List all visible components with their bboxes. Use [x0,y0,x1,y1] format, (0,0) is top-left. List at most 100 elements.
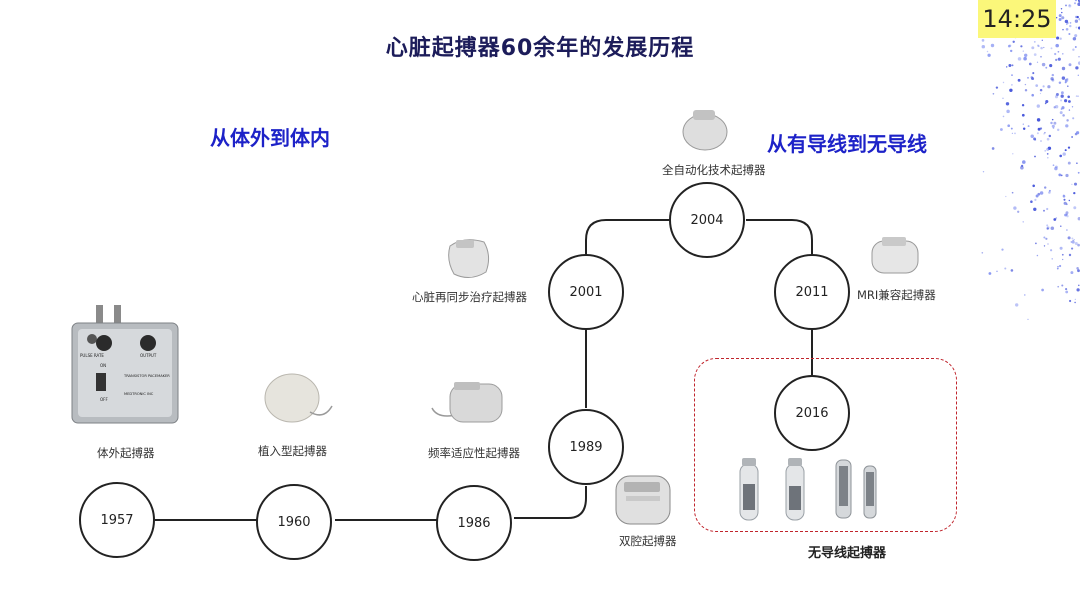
decorative-dot [1070,271,1074,275]
decorative-dot [1065,211,1069,215]
decorative-dot [1013,206,1017,210]
decorative-dot [1021,104,1025,107]
mri-compatible-pacemaker-image [871,237,919,274]
decorative-dot [1068,63,1072,67]
decorative-dot [1072,117,1075,120]
decorative-dot [1074,19,1079,23]
decorative-dot [1055,217,1058,219]
decorative-dot [1046,224,1049,227]
decorative-dot [1054,105,1059,109]
decorative-dot [1024,88,1028,92]
clock: 14:25 [978,0,1056,38]
decorative-dot [1009,49,1013,53]
decorative-dot [1011,191,1014,194]
dual-chamber-pacemaker-image [615,475,671,525]
decorative-dot [1076,15,1079,19]
device-label-rate-adaptive: 频率适应性起搏器 [428,446,520,460]
decorative-dot [1078,284,1080,287]
decorative-dot [1067,236,1071,240]
decorative-dot [1017,57,1022,61]
decorative-dot [999,128,1003,131]
decorative-dot [1075,95,1078,97]
decorative-dot [1050,249,1053,252]
decorative-dot [1036,254,1039,257]
decorative-dot [1077,61,1080,65]
decorative-dot [1050,47,1053,50]
decorative-dot [1068,4,1072,8]
decorative-dot [1060,225,1062,227]
decorative-dot [1030,200,1033,203]
decorative-dot [1045,66,1048,69]
device-label-leadless: 无导线起搏器 [808,546,887,561]
decorative-dot [1021,113,1025,117]
decorative-dot [1058,173,1062,177]
decorative-dot [1040,140,1042,142]
decorative-dot [1008,64,1012,67]
decorative-dot [1069,299,1072,303]
decorative-dot [1002,81,1005,84]
decorative-dot [1044,150,1046,152]
decorative-dot [1034,198,1037,202]
decorative-dot [1068,32,1071,36]
decorative-dot [1066,214,1068,216]
year-node-2001: 2001 [548,254,624,330]
decorative-dot [1031,71,1035,75]
decorative-dot [1015,303,1019,307]
device-label-dual-chamber: 双腔起搏器 [619,534,677,548]
decorative-dot [1053,218,1057,221]
decorative-dot [1074,34,1078,38]
decorative-dot [1075,66,1079,70]
decorative-dot [1044,186,1047,189]
decorative-dot [1077,171,1080,174]
rate-adaptive-pacemaker-image [431,382,503,423]
decorative-dot [1021,164,1024,167]
decorative-dot [992,92,995,95]
decorative-dot [1047,85,1051,89]
decorative-dot [1005,102,1010,106]
page-title: 心脏起搏器60余年的发展历程 [385,36,695,61]
decorative-dot [1035,242,1037,245]
decorative-dot [1062,114,1065,117]
decorative-dot [1033,207,1037,211]
decorative-dot [1041,39,1043,41]
decorative-dot [1061,66,1066,71]
decorative-dot [1032,184,1035,188]
decorative-dot [1075,26,1078,29]
decorative-dot [1017,210,1020,213]
decorative-dot [1077,217,1080,221]
year-node-1989: 1989 [548,409,624,485]
decorative-dot [1032,72,1035,74]
decorative-dot [1001,248,1004,251]
decorative-dot [1047,146,1052,151]
decorative-dot [1059,246,1063,250]
decorative-dot [1061,253,1064,256]
decorative-dot [1065,290,1069,294]
decorative-dot [1065,124,1069,128]
decorative-dot [1043,209,1045,212]
decorative-dot [1010,127,1013,130]
decorative-dot [1068,199,1071,202]
decorative-dot [1073,191,1076,195]
decorative-dot [1073,182,1078,186]
decorative-dot [991,147,995,150]
decorative-dot [1022,221,1024,223]
decorative-dot [1071,247,1074,250]
decorative-dot [1046,227,1049,230]
decorative-dot [1033,137,1037,141]
decorative-dot [1051,73,1055,77]
decorative-dot [1011,132,1014,134]
decorative-dot [1056,128,1060,132]
decorative-dot [1064,81,1067,84]
decorative-dot [1033,53,1037,56]
decorative-dot [1077,269,1080,273]
decorative-dot [1010,269,1014,272]
decorative-dot [1024,83,1027,86]
decorative-dot [1055,16,1058,19]
decorative-dot [1054,52,1057,56]
decorative-dot [986,50,989,53]
decorative-dot [1065,27,1069,31]
panel-text-off: OFF [100,397,108,402]
decorative-dot [1043,245,1046,247]
decorative-dot [1074,0,1078,2]
